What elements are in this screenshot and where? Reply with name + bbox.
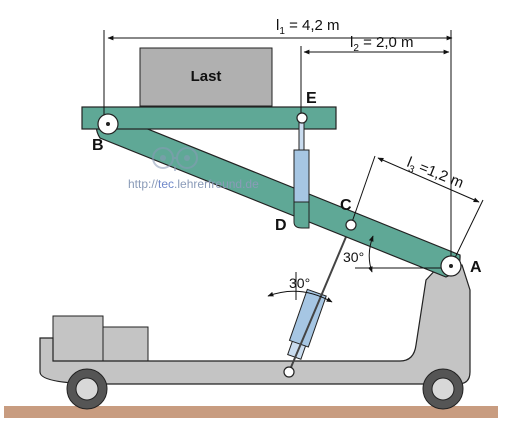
joint-c — [345, 219, 357, 231]
point-label-c: C — [340, 197, 352, 214]
cylinder-angle-arc — [267, 290, 333, 303]
point-label-b: B — [92, 137, 104, 154]
cylinder-angle-label: 30° — [289, 275, 310, 291]
point-label-a: A — [470, 259, 482, 276]
joint-d-bracket — [293, 201, 310, 229]
hydraulic-cylinder-upper-rod — [298, 119, 305, 153]
platform — [81, 106, 337, 130]
watermark-url: http://tec.lehrerfreund.de — [128, 177, 259, 191]
hydraulic-cylinder-upper — [293, 149, 310, 203]
l1-label: l1 = 4,2 m — [276, 17, 340, 37]
chassis-box-left — [52, 315, 104, 362]
l3-dimension-line — [377, 157, 480, 203]
chassis — [39, 264, 471, 385]
joint-e — [296, 112, 308, 124]
joint-a — [440, 255, 462, 277]
load-box — [139, 47, 273, 107]
lifting-arm — [95, 112, 461, 278]
l3-extension-a — [450, 199, 484, 267]
point-label-e: E — [306, 90, 317, 107]
l2-label: l2 = 2,0 m — [350, 34, 414, 54]
chassis-box-right — [102, 326, 149, 362]
load-label: Last — [191, 68, 222, 85]
arm-angle-arc — [367, 235, 374, 273]
wheel-left — [66, 368, 108, 410]
l3-label: l3 =1,2 m — [403, 154, 466, 195]
joint-cylinder-base — [283, 366, 295, 378]
wheel-right — [422, 368, 464, 410]
l3-extension-c — [350, 155, 376, 226]
joint-b — [97, 113, 119, 135]
floor — [4, 406, 498, 418]
arm-angle-label: 30° — [343, 249, 364, 265]
cylinder-piston-rod — [288, 224, 352, 373]
watermark-owl-icon — [152, 147, 198, 171]
point-label-d: D — [275, 217, 287, 234]
